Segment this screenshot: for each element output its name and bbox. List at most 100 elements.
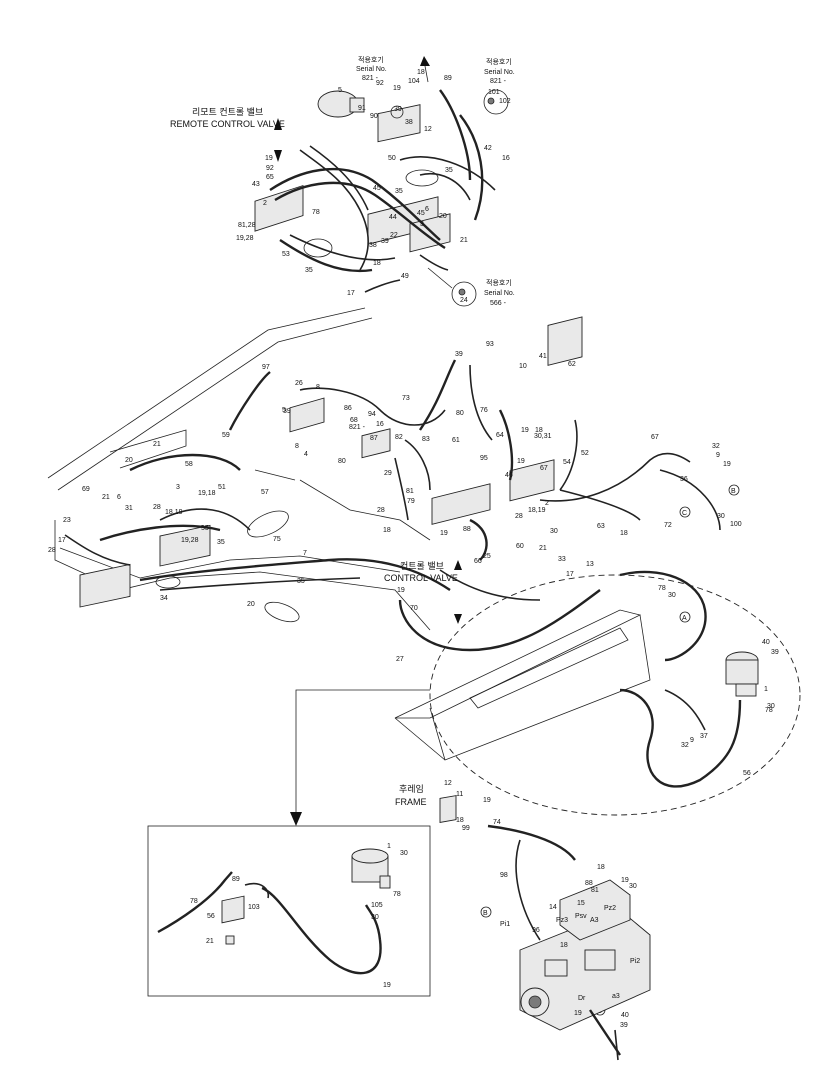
part-number-label: 59 — [222, 432, 230, 439]
part-number-label: 18 — [417, 69, 425, 76]
part-number-label: 17 — [58, 537, 66, 544]
serial-note-1-en: Serial No. — [356, 66, 387, 73]
part-number-label: 28 — [153, 504, 161, 511]
svg-text:B: B — [483, 910, 488, 917]
part-number-label: 52 — [581, 450, 589, 457]
part-number-label: 20 — [125, 457, 133, 464]
part-number-label: 21 — [153, 441, 161, 448]
part-number-label: 74 — [493, 819, 501, 826]
part-number-label: 96 — [532, 927, 540, 934]
main-frame-rails — [47, 307, 651, 761]
part-number-label: 20 — [439, 213, 447, 220]
part-number-label: 65 — [266, 174, 274, 181]
part-number-label: 72 — [664, 522, 672, 529]
part-number-label: 32 — [712, 443, 720, 450]
part-number-label: 92 — [376, 80, 384, 87]
part-number-label: 97 — [262, 364, 270, 371]
part-number-label: 4 — [304, 451, 308, 458]
frame-title-ko: 후레임 — [399, 783, 424, 794]
part-number-label: 89 — [444, 75, 452, 82]
part-number-label: 67 — [651, 434, 659, 441]
part-number-label: 1 — [387, 843, 391, 850]
part-number-label: 30 — [767, 703, 775, 710]
part-number-label: 22 — [390, 232, 398, 239]
part-number-label: 58 — [185, 461, 193, 468]
part-number-label: 30 — [550, 528, 558, 535]
svg-text:A3: A3 — [590, 917, 599, 924]
part-number-label: 54 — [563, 459, 571, 466]
part-number-label: 21 — [539, 545, 547, 552]
part-number-label: 8 — [316, 384, 320, 391]
part-number-label: 3 — [176, 484, 180, 491]
svg-text:C: C — [682, 510, 687, 517]
part-number-label: 19 — [483, 797, 491, 804]
svg-text:Pz3: Pz3 — [556, 917, 568, 924]
part-number-label: 19 — [621, 877, 629, 884]
part-number-label: 78 — [393, 891, 401, 898]
part-number-label: 39 — [771, 649, 779, 656]
part-number-label: 75 — [273, 536, 281, 543]
part-number-label: 39 — [455, 351, 463, 358]
part-number-label: 8 — [295, 443, 299, 450]
part-number-label: 46 — [505, 472, 513, 479]
part-number-label: 61 — [452, 437, 460, 444]
part-number-label: 49 — [401, 273, 409, 280]
part-number-label: 101 — [488, 89, 500, 96]
part-number-label: 45 — [373, 185, 381, 192]
svg-text:Pz2: Pz2 — [604, 905, 616, 912]
part-number-label: 10 — [519, 363, 527, 370]
pilot-filter-right — [619, 651, 759, 788]
part-number-label: 13 — [586, 561, 594, 568]
part-number-label: 12 — [444, 780, 452, 787]
part-number-label: 39 — [283, 408, 291, 415]
part-number-label: 15 — [577, 900, 585, 907]
part-number-label: 34 — [160, 595, 168, 602]
part-number-label: 14 — [549, 904, 557, 911]
pump-port-labels: Pz3 Psv Pz2 Pi1 Pi2 Dr a3 A3 — [500, 905, 640, 1002]
part-number-label: 56 — [743, 770, 751, 777]
part-number-label: 41 — [539, 353, 547, 360]
part-number-label: 55 — [201, 525, 209, 532]
part-number-label: 63 — [597, 523, 605, 530]
part-number-label: 68 — [350, 417, 358, 424]
serial-note-3-range: 566 - — [490, 300, 507, 307]
part-number-label: 78 — [190, 898, 198, 905]
part-number-label: 78 — [765, 707, 773, 714]
part-number-label: 19 — [440, 530, 448, 537]
part-number-label: 35 — [445, 167, 453, 174]
part-number-label: 7 — [303, 550, 307, 557]
serial-note-1-range: 821 - — [362, 75, 379, 82]
part-number-label: 80 — [338, 458, 346, 465]
part-number-label: 39 — [394, 106, 402, 113]
part-number-label: 95 — [480, 455, 488, 462]
part-number-label: 53 — [282, 251, 290, 258]
control-valve-title-en: CONTROL VALVE — [384, 573, 458, 583]
part-number-label: 38 — [369, 242, 377, 249]
part-number-label: 38 — [405, 119, 413, 126]
svg-text:A: A — [682, 615, 687, 622]
part-number-label: 21 — [102, 494, 110, 501]
part-number-label: 57 — [261, 489, 269, 496]
part-number-label: 18 — [535, 427, 543, 434]
part-number-label: 70 — [410, 605, 418, 612]
part-number-label: 2 — [545, 500, 549, 507]
part-number-label: 3 — [420, 221, 424, 228]
marker-b-1: B — [728, 484, 740, 496]
part-number-label: 821 - — [349, 424, 366, 431]
part-number-label: 25 — [483, 553, 491, 560]
part-number-label: 78 — [312, 209, 320, 216]
marker-c-1: C — [679, 506, 691, 518]
svg-text:B: B — [731, 488, 736, 495]
part-number-label: 64 — [496, 432, 504, 439]
part-number-label: 99 — [462, 825, 470, 832]
part-number-label: 44 — [389, 214, 397, 221]
part-number-label: 19 — [517, 458, 525, 465]
part-number-label: 62 — [568, 361, 576, 368]
part-number-label: 18,19 — [165, 509, 183, 516]
frame-title-en: FRAME — [395, 797, 427, 807]
part-number-label: 18 — [383, 527, 391, 534]
part-number-label: 20 — [247, 601, 255, 608]
part-number-label: 43 — [252, 181, 260, 188]
